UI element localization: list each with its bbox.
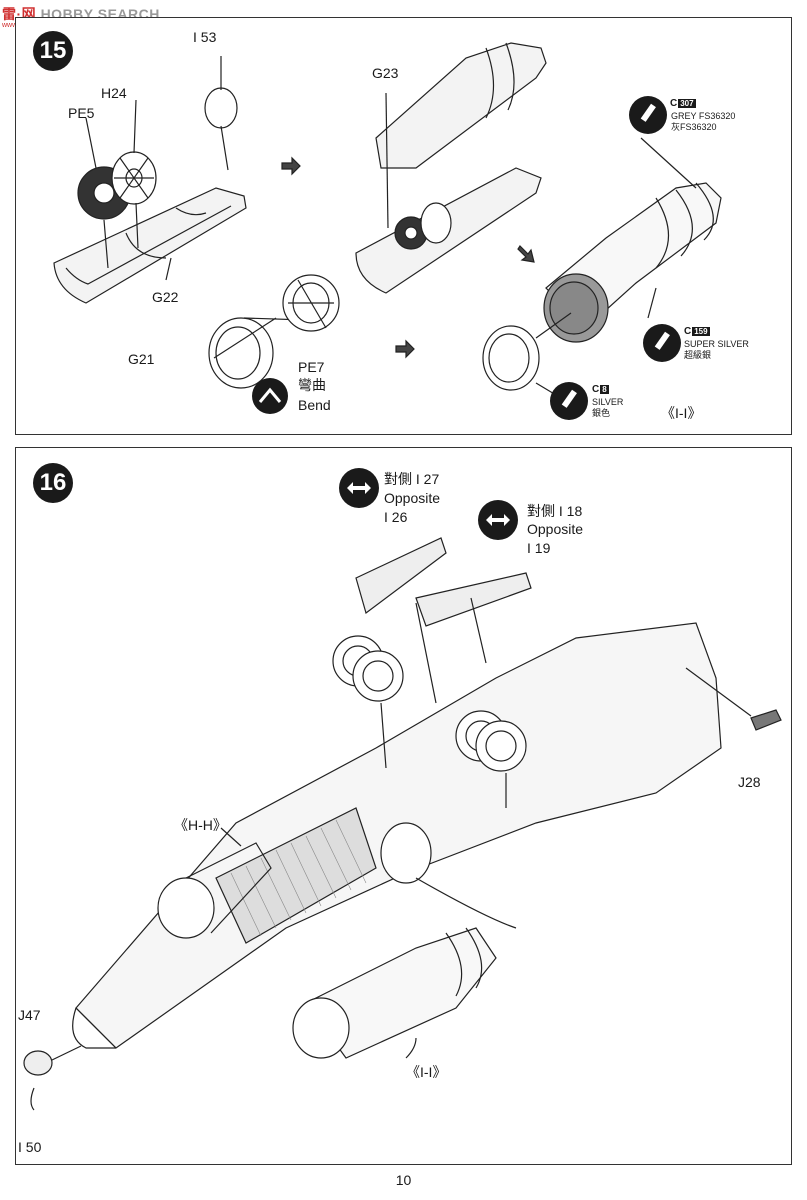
step-15-panel: 15: [15, 17, 792, 435]
step-15-drawing: [53, 42, 722, 399]
super-silver-color-en: SUPER SILVER: [684, 339, 749, 349]
view-label-i-i: 《I-I》: [661, 405, 702, 421]
step-15-badge: 15: [33, 31, 73, 71]
page-number: 10: [395, 1172, 412, 1188]
step-16-panel: 16: [15, 447, 792, 1165]
silver-paint-icon: [550, 382, 588, 420]
opposite-2-cn: 對側 I 18: [527, 503, 583, 519]
grey-color-cn: 灰FS36320: [671, 122, 717, 132]
grey-color-en: GREY FS36320: [671, 111, 736, 121]
super-silver-paint-icon: [643, 324, 681, 362]
step-16-drawing: [23, 537, 782, 1111]
part-label-h24: H24: [101, 85, 127, 101]
silver-color-en: SILVER: [592, 397, 624, 407]
silver-code-number: 8: [600, 385, 609, 394]
part-label-i53: I 53: [193, 29, 217, 45]
step-16-badge: 16: [33, 463, 73, 503]
opposite-1-cn: 對側 I 27: [384, 471, 440, 487]
part-label-g23: G23: [372, 65, 399, 81]
grey-paint-icon: [629, 96, 667, 134]
part-label-j47: J47: [18, 1007, 41, 1023]
opposite-2-part: I 19: [527, 540, 551, 556]
opposite-2-en: Opposite: [527, 521, 584, 537]
bend-icon: [252, 378, 288, 414]
part-label-i50: I 50: [18, 1139, 42, 1155]
silver-color-cn: 銀色: [592, 408, 611, 418]
part-label-pe5: PE5: [68, 105, 95, 121]
opposite-1-en: Opposite: [384, 490, 441, 506]
part-label-j28: J28: [738, 774, 761, 790]
grey-code-number: 307: [678, 99, 696, 108]
opposite-arrow-icon-1: [339, 468, 379, 508]
opposite-1-part: I 26: [384, 509, 408, 525]
bend-label-cn: 彎曲: [298, 377, 326, 393]
part-label-pe7: PE7: [298, 359, 325, 375]
opposite-arrow-icon-2: [478, 500, 518, 540]
silver-code-letter: C: [592, 384, 600, 395]
grey-code-letter: C: [670, 98, 678, 109]
part-label-g21: G21: [128, 351, 155, 367]
super-silver-code-number: 159: [692, 327, 710, 336]
super-silver-color-cn: 超級銀: [684, 350, 712, 360]
bend-label-en: Bend: [298, 397, 331, 413]
part-label-g22: G22: [152, 289, 179, 305]
view-label-h-h: 《H-H》: [174, 817, 227, 833]
view-label-i-i-16: 《I-I》: [406, 1064, 447, 1080]
super-silver-code-letter: C: [684, 326, 692, 337]
